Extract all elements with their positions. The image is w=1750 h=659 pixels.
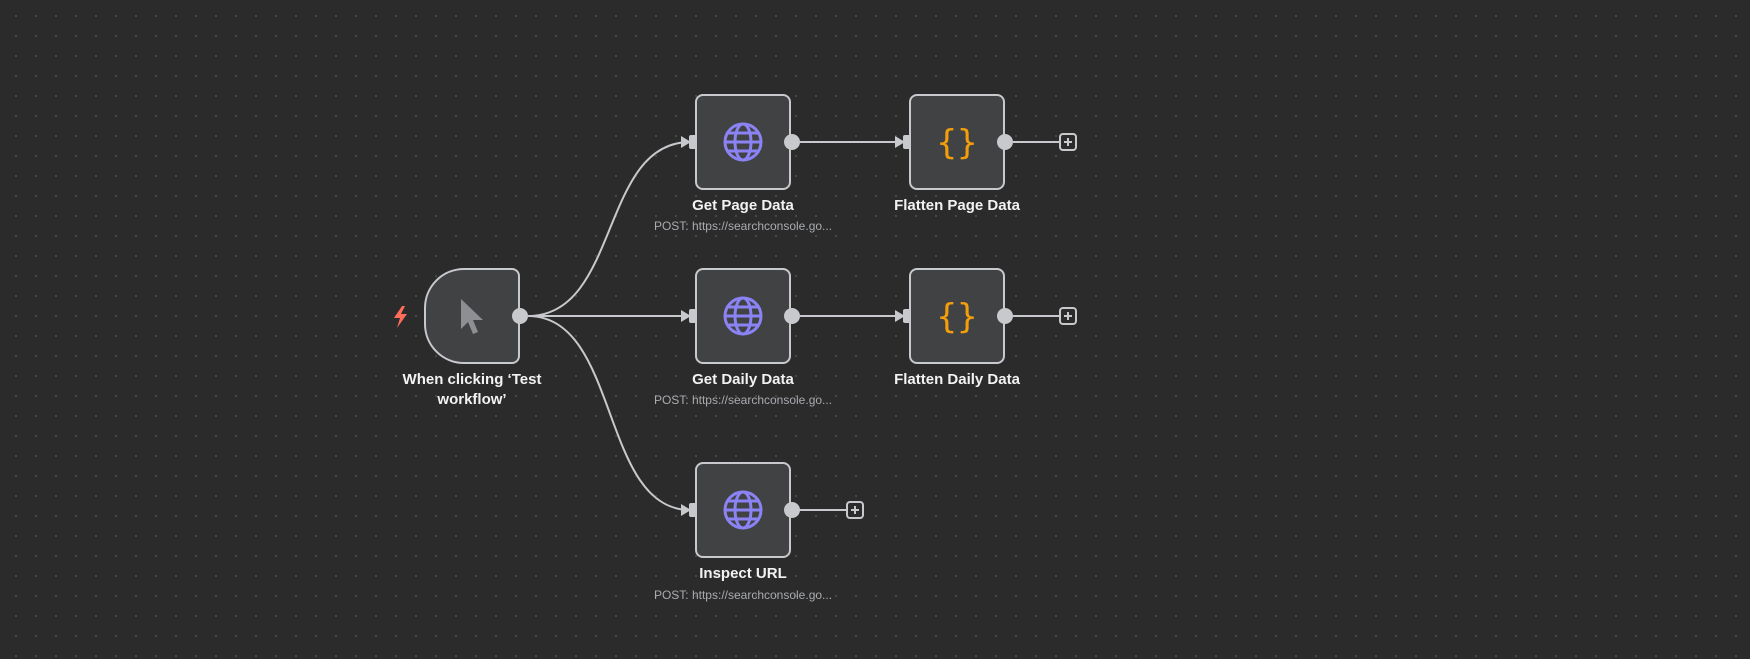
inspect-url-output-handle[interactable] — [784, 502, 800, 518]
arrowhead — [681, 310, 691, 322]
get-daily-data-input-handle[interactable] — [689, 309, 697, 323]
get-page-data-input-handle[interactable] — [689, 135, 697, 149]
inspect-url-input-handle[interactable] — [689, 503, 697, 517]
curly-braces-icon: {} — [911, 96, 1003, 188]
connection-trigger-to-inspect-url[interactable] — [527, 315, 691, 511]
globe-icon — [697, 96, 789, 188]
get-page-data-node[interactable] — [695, 94, 791, 190]
flatten-page-data-node[interactable]: {} — [909, 94, 1005, 190]
get-page-data-output-handle[interactable] — [784, 134, 800, 150]
flatten-daily-data-node[interactable]: {} — [909, 268, 1005, 364]
get-page-data-subtitle: POST: https://searchconsole.go... — [653, 219, 833, 233]
get-daily-data-subtitle: POST: https://searchconsole.go... — [653, 393, 833, 407]
get-daily-data-node[interactable] — [695, 268, 791, 364]
globe-icon — [697, 270, 789, 362]
get-daily-data-output-handle[interactable] — [784, 308, 800, 324]
trigger-output-handle[interactable] — [512, 308, 528, 324]
flatten-page-data-label: Flatten Page Data — [894, 197, 1020, 214]
arrowhead — [681, 504, 691, 516]
svg-text:{}: {} — [937, 123, 978, 162]
flatten-page-data-output-handle[interactable] — [997, 134, 1013, 150]
connection-trigger-to-get-page-data[interactable] — [527, 141, 691, 317]
lightning-bolt-icon — [392, 305, 410, 334]
curly-braces-icon: {} — [911, 270, 1003, 362]
inspect-url-label: Inspect URL — [699, 565, 787, 582]
arrowhead — [681, 136, 691, 148]
inspect-url-subtitle: POST: https://searchconsole.go... — [653, 588, 833, 602]
get-page-data-label: Get Page Data — [692, 197, 794, 214]
flatten-daily-data-output-handle[interactable] — [997, 308, 1013, 324]
globe-icon — [697, 464, 789, 556]
inspect-url-node[interactable] — [695, 462, 791, 558]
add-node-button[interactable] — [1059, 307, 1077, 325]
add-node-button[interactable] — [846, 501, 864, 519]
add-node-button[interactable] — [1059, 133, 1077, 151]
flatten-daily-data-input-handle[interactable] — [903, 309, 911, 323]
get-daily-data-label: Get Daily Data — [692, 371, 794, 388]
svg-text:{}: {} — [937, 297, 978, 336]
trigger-node-label: When clicking ‘Test workflow’ — [402, 371, 542, 408]
arrowhead — [895, 310, 905, 322]
arrowhead — [895, 136, 905, 148]
cursor-icon — [426, 270, 518, 362]
trigger-node[interactable] — [424, 268, 520, 364]
flatten-daily-data-label: Flatten Daily Data — [894, 371, 1020, 388]
flatten-page-data-input-handle[interactable] — [903, 135, 911, 149]
